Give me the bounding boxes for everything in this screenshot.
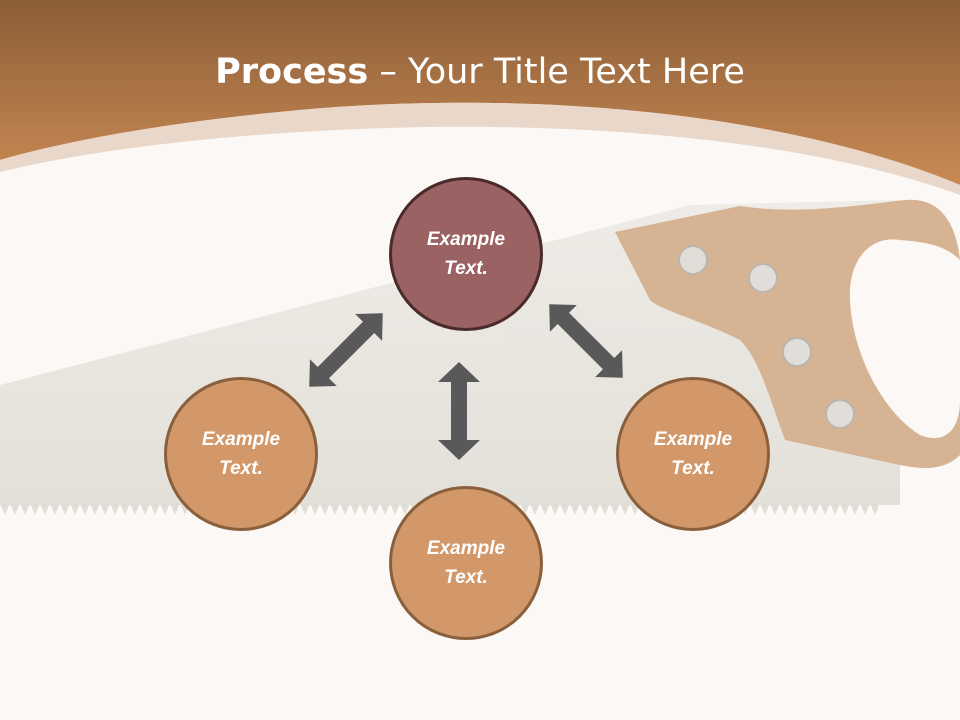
header-band	[0, 0, 960, 185]
node-line2: Text.	[444, 567, 488, 588]
node-line1: Example	[201, 429, 281, 450]
arrow-top-left-icon	[309, 313, 383, 387]
title-dash: –	[368, 52, 408, 92]
screw-icons	[678, 245, 855, 429]
saw-handle-grip-hole	[849, 239, 960, 439]
page-title: Process – Your Title Text Here	[0, 52, 960, 92]
title-rest: Your Title Text Here	[407, 52, 745, 92]
node-line2: Text.	[444, 258, 488, 279]
node-line1: Example	[653, 429, 733, 450]
arrows	[309, 304, 623, 460]
node-line1: Example	[426, 229, 506, 250]
arrow-top-right-icon	[549, 304, 623, 378]
node-line1: Example	[426, 538, 506, 559]
title-bold: Process	[215, 52, 369, 92]
header-swoosh	[0, 102, 960, 195]
node-line2: Text.	[671, 458, 715, 479]
node-line2: Text.	[219, 458, 263, 479]
arrow-vertical-icon	[438, 362, 480, 460]
